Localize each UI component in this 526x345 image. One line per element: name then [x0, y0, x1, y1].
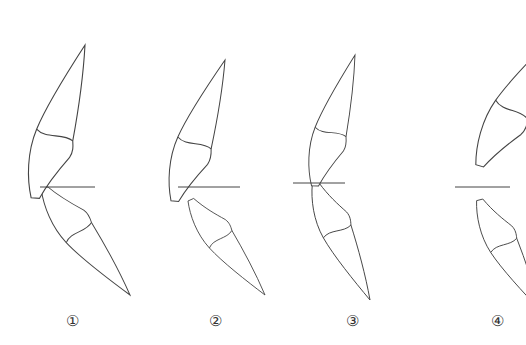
lower-incisor — [301, 176, 386, 307]
upper-incisor — [157, 54, 244, 209]
callout-number: ① — [66, 314, 79, 329]
reference-line — [455, 187, 510, 188]
callout-number: ④ — [491, 314, 504, 329]
lower-incisor — [30, 176, 143, 305]
upper-incisor — [16, 39, 105, 206]
reference-line — [293, 183, 345, 184]
lower-incisor — [178, 190, 277, 305]
callout-number: ③ — [346, 314, 359, 329]
upper-incisor — [462, 20, 526, 177]
callout-number: ② — [209, 314, 222, 329]
lower-incisor — [465, 191, 526, 317]
upper-incisor — [298, 50, 372, 192]
reference-line — [40, 187, 95, 188]
reference-line — [178, 187, 240, 188]
